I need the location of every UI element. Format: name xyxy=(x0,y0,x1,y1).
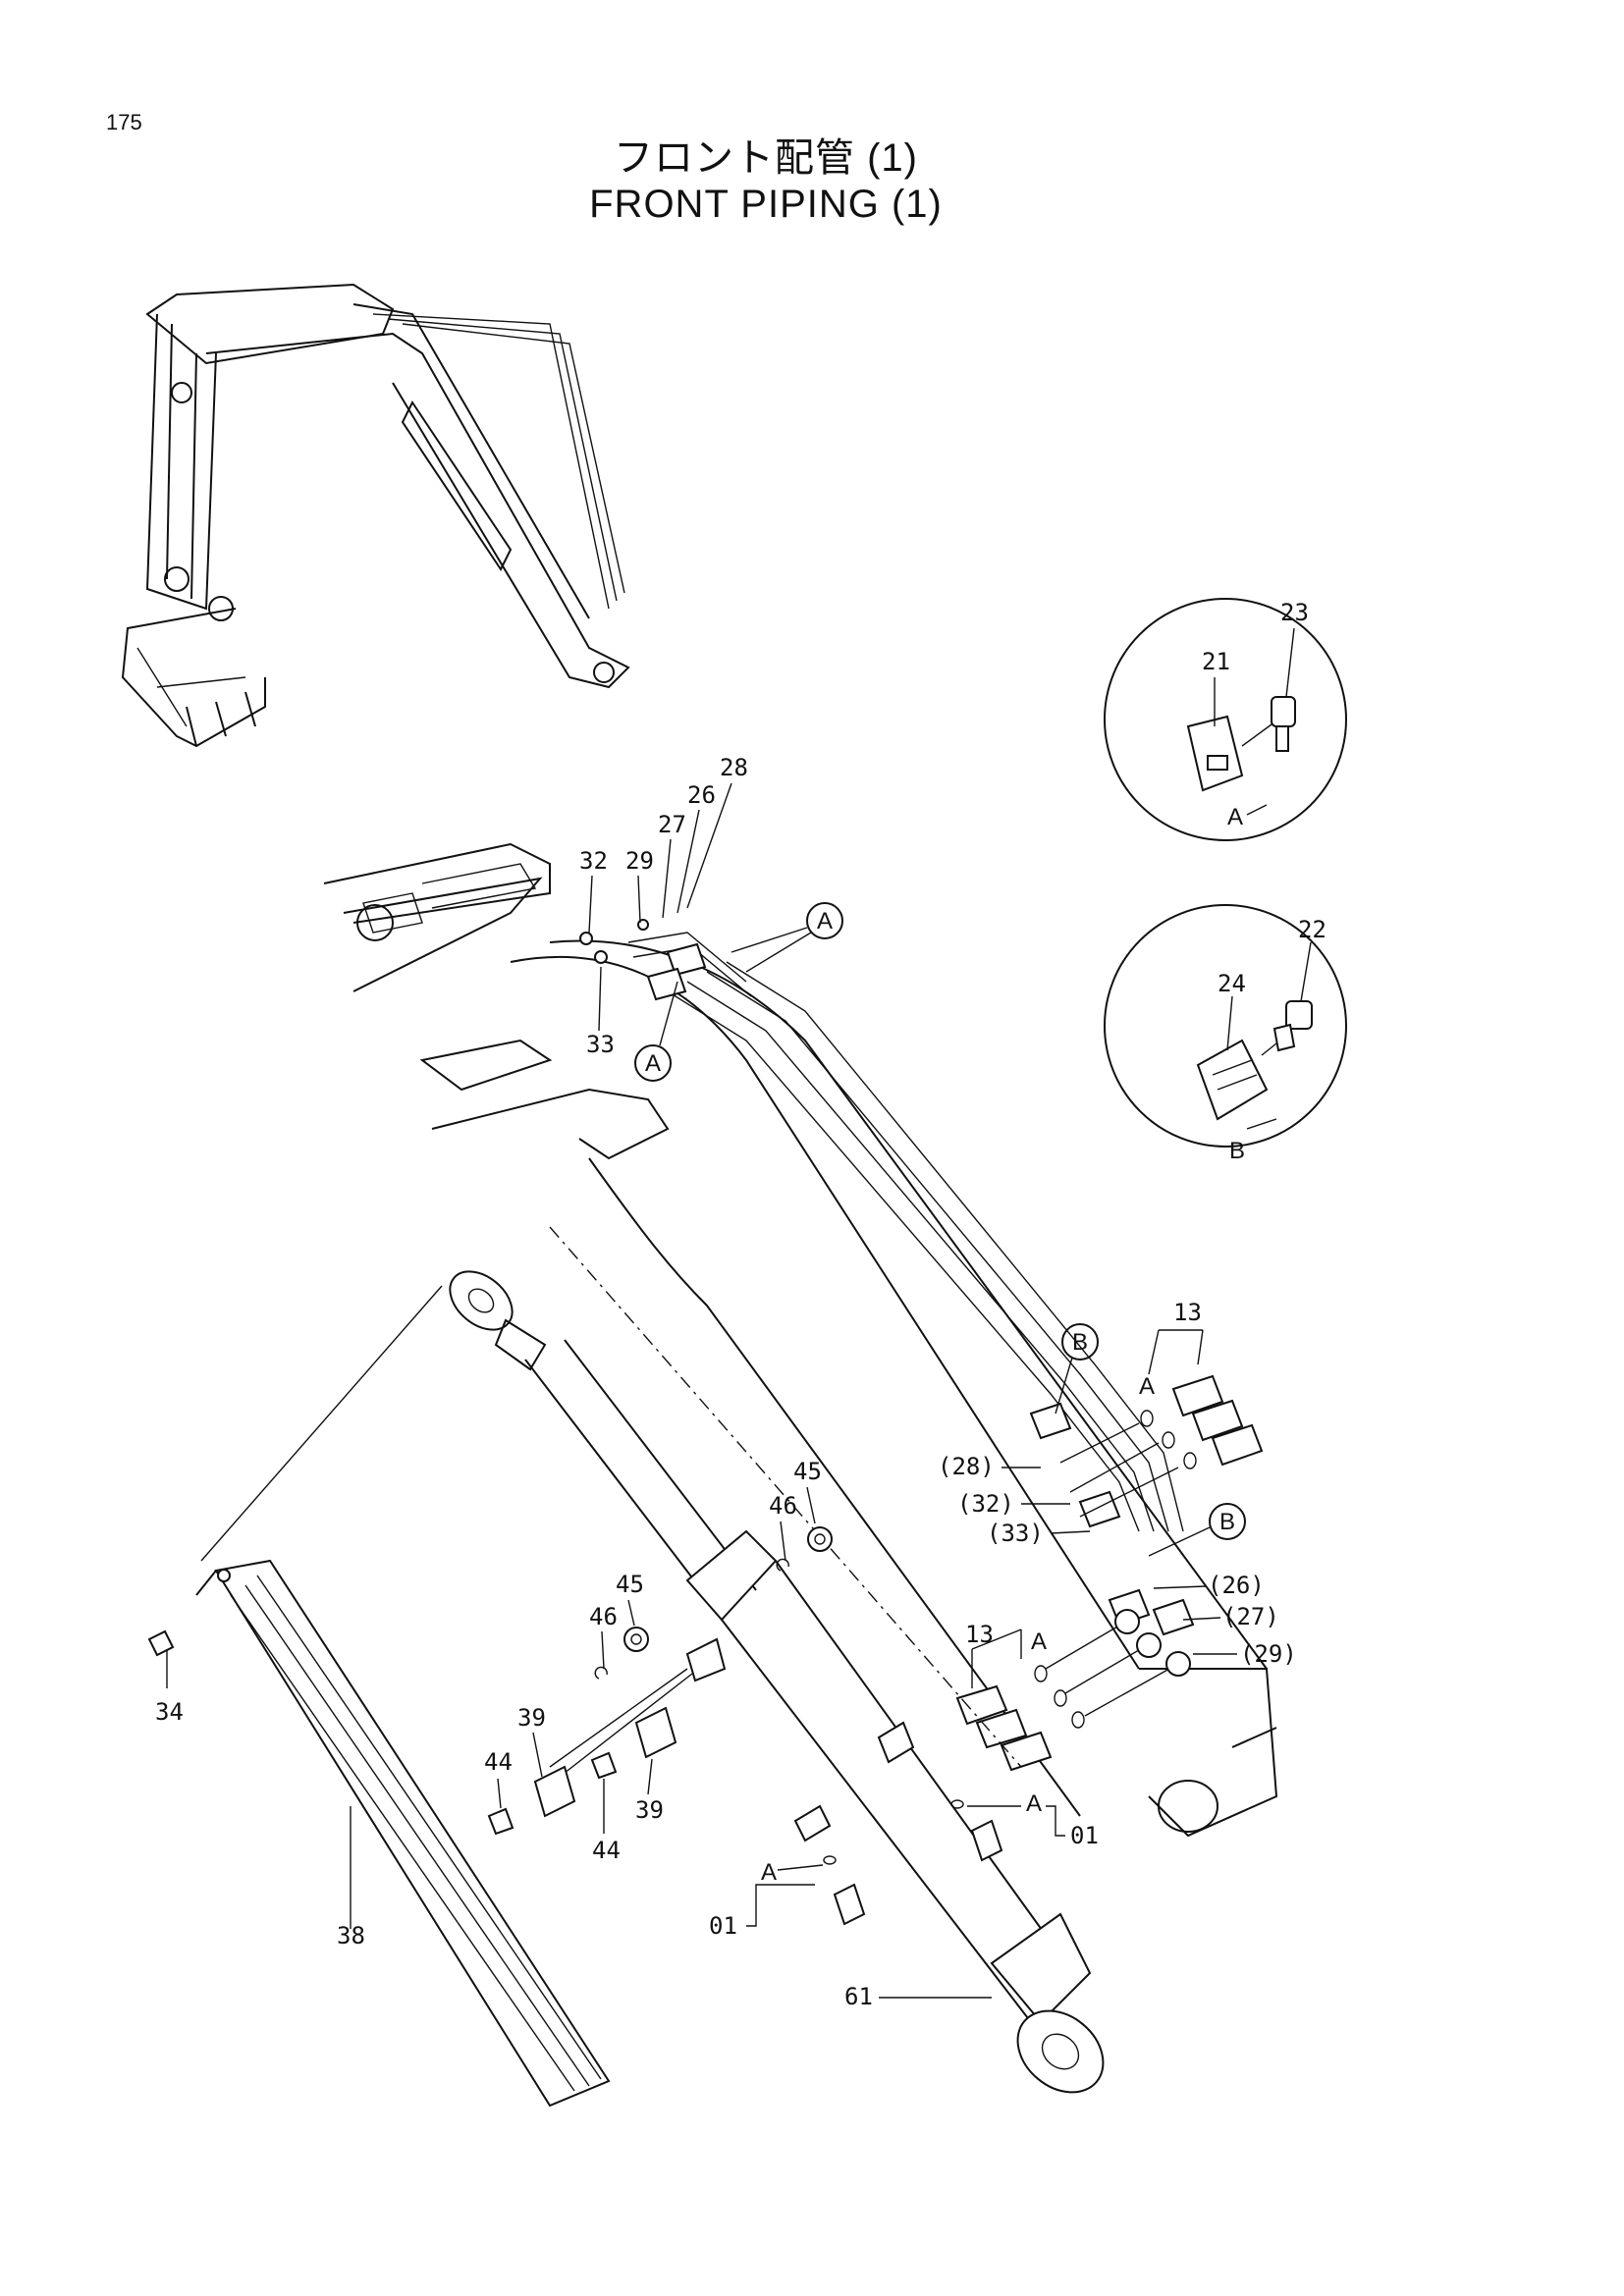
callout-29-ref: (29) xyxy=(1240,1640,1297,1668)
top-callouts: 32 29 27 26 28 33 xyxy=(579,754,748,1058)
subref-a-2: A xyxy=(1031,1629,1047,1655)
callout-39-right: 39 xyxy=(635,1796,664,1824)
guard-38: 38 xyxy=(195,1559,611,2108)
circle-mark-b-1: B xyxy=(1072,1329,1088,1356)
cylinder-61: 61 xyxy=(449,1270,1105,2094)
leader-line-34 xyxy=(200,1285,443,1562)
grease-fitting-right: 01 A xyxy=(950,1790,1099,1862)
callout-01-right: 01 xyxy=(1070,1822,1099,1849)
callout-22: 22 xyxy=(1298,916,1326,943)
callout-29: 29 xyxy=(625,847,654,875)
clamp-parts: 45 46 45 46 39 39 44 44 xyxy=(484,1458,833,1864)
detail-view-a: 21 23 A xyxy=(1104,598,1347,841)
detail-view-b: 24 22 B xyxy=(1104,904,1347,1164)
subref-a-4: A xyxy=(1026,1790,1042,1817)
callout-33: 33 xyxy=(586,1031,615,1058)
right-callouts: (28) (32) (33) (26) (27) (29) xyxy=(938,1453,1297,1668)
callout-45-upper: 45 xyxy=(793,1458,822,1485)
callout-46-lower: 46 xyxy=(589,1603,618,1630)
page-number: 175 xyxy=(106,110,142,134)
callout-27-ref: (27) xyxy=(1222,1603,1279,1630)
circle-mark-a-2: A xyxy=(645,1050,661,1077)
callout-45-lower: 45 xyxy=(616,1571,644,1598)
callout-23: 23 xyxy=(1280,599,1309,626)
callout-44-left: 44 xyxy=(484,1748,513,1776)
fittings-upper: 13 A xyxy=(1059,1299,1264,1518)
circle-mark-b-2: B xyxy=(1219,1509,1235,1535)
callout-46-upper: 46 xyxy=(769,1492,797,1520)
callout-39-left: 39 xyxy=(517,1704,546,1732)
overview-front-illustration xyxy=(121,283,630,748)
callout-61: 61 xyxy=(844,1983,873,2010)
subref-a-3: A xyxy=(761,1859,777,1886)
callout-33-ref: (33) xyxy=(987,1520,1044,1547)
callout-21: 21 xyxy=(1202,648,1230,675)
grease-fitting-lower: 01 A xyxy=(709,1855,866,1940)
callout-32: 32 xyxy=(579,847,608,875)
callout-27: 27 xyxy=(658,811,686,838)
callout-26: 26 xyxy=(687,781,716,809)
subref-a-1: A xyxy=(1139,1373,1155,1400)
callout-13-lower: 13 xyxy=(965,1621,994,1648)
boom-illustration xyxy=(323,842,1278,1838)
callout-26-ref: (26) xyxy=(1208,1572,1265,1599)
title-english: FRONT PIPING (1) xyxy=(589,183,943,226)
title-japanese: フロント配管 (1) xyxy=(614,136,918,180)
callout-13-upper: 13 xyxy=(1173,1299,1202,1326)
callout-01-lower: 01 xyxy=(709,1912,737,1940)
bolt-34: 34 xyxy=(147,1629,184,1726)
callout-28-ref: (28) xyxy=(938,1453,995,1480)
view-label-b: B xyxy=(1229,1138,1245,1164)
center-line xyxy=(549,1226,1022,1768)
circle-mark-a-1: A xyxy=(817,908,833,934)
callout-44-right: 44 xyxy=(592,1837,621,1864)
boom-marks: A A B B xyxy=(634,902,1246,1557)
callout-32-ref: (32) xyxy=(957,1490,1014,1518)
callout-28: 28 xyxy=(720,754,748,781)
boom-pipes xyxy=(579,919,1195,1636)
view-label-a: A xyxy=(1227,804,1243,830)
fittings-lower: 13 A xyxy=(955,1609,1191,1772)
callout-24: 24 xyxy=(1218,970,1246,997)
callout-34: 34 xyxy=(155,1698,184,1726)
